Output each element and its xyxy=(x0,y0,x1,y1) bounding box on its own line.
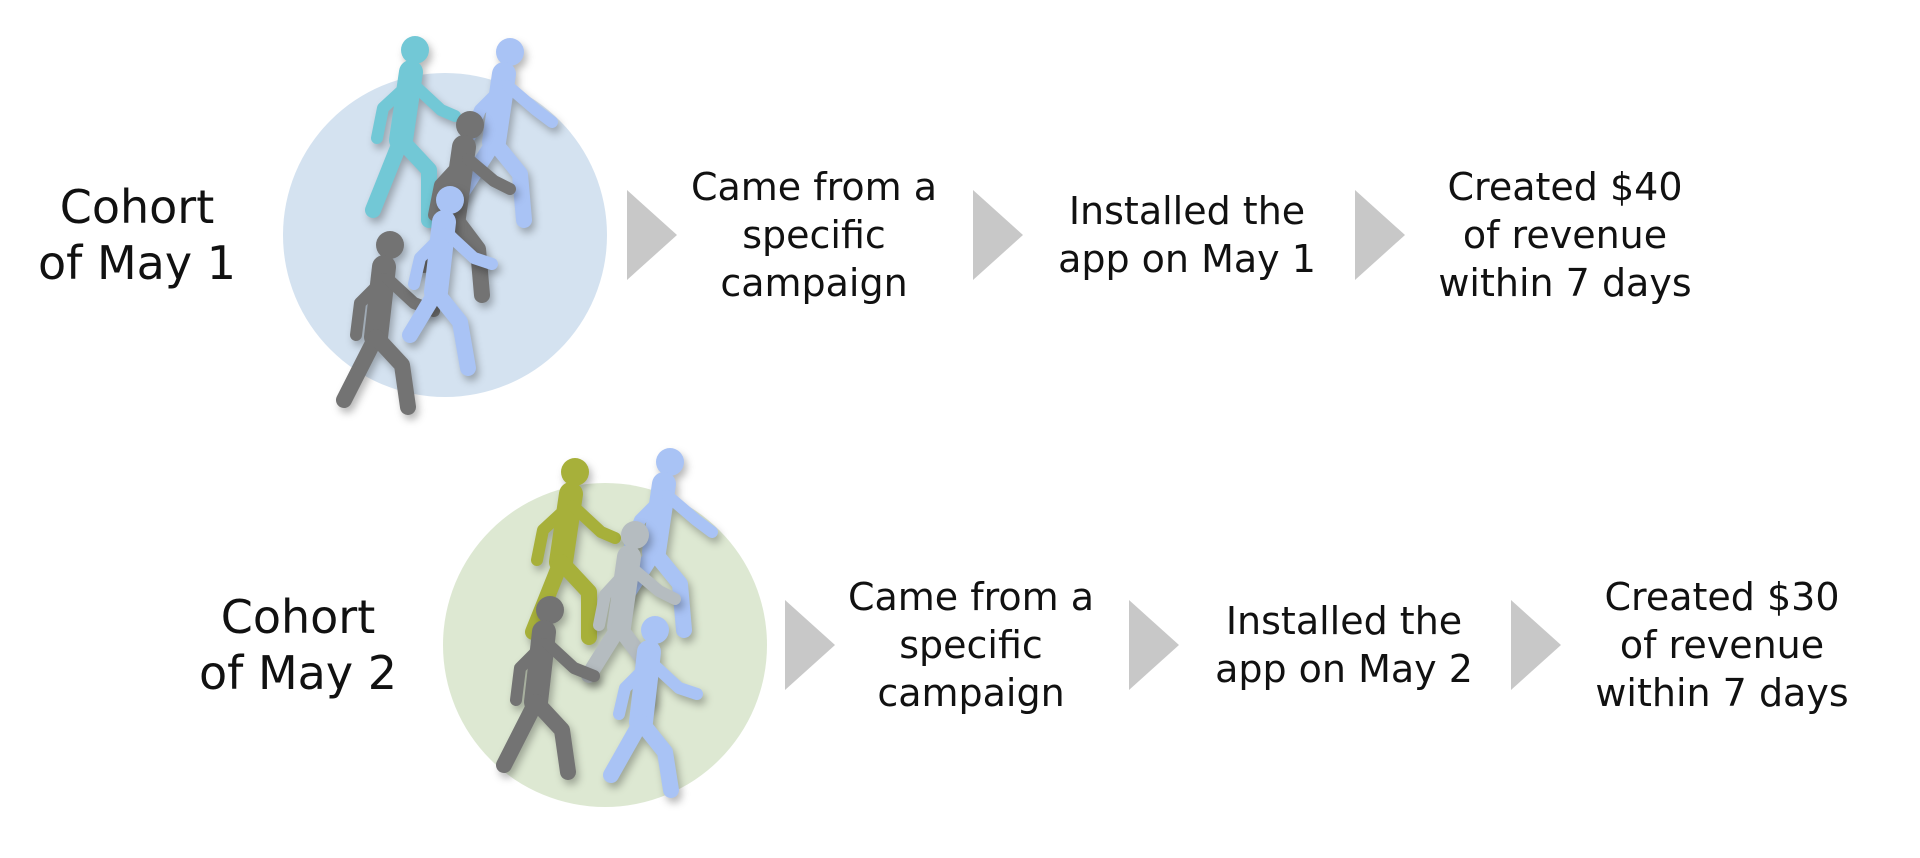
walking-people-icon xyxy=(443,448,767,807)
step-install: Installed the app on May 1 xyxy=(1058,189,1316,281)
chevron-right-arrow-icon xyxy=(973,190,1023,280)
chevron-right-arrow-icon xyxy=(627,190,677,280)
walker-icon xyxy=(525,458,621,645)
chevron-right-arrow-icon xyxy=(1129,600,1179,690)
cohort-label: Cohort of May 1 xyxy=(38,180,236,290)
walker-icon xyxy=(336,231,440,415)
chevron-right-arrow-icon xyxy=(785,600,835,690)
walker-icon xyxy=(581,521,681,708)
walker-icon xyxy=(614,448,718,638)
cohort-circle xyxy=(443,483,767,807)
walking-people-icon xyxy=(283,36,607,415)
cohort-circle xyxy=(283,73,607,397)
step-campaign: Came from a specific campaign xyxy=(847,575,1095,715)
walker-icon xyxy=(365,36,461,228)
walker-icon xyxy=(402,186,498,376)
step-revenue: Created $30 of revenue within 7 days xyxy=(1595,575,1849,715)
step-campaign: Came from a specific campaign xyxy=(690,165,938,305)
cohort-label: Cohort of May 2 xyxy=(199,590,397,700)
walker-icon xyxy=(454,38,558,228)
step-revenue: Created $40 of revenue within 7 days xyxy=(1438,165,1692,305)
chevron-right-arrow-icon xyxy=(1511,600,1561,690)
walker-icon xyxy=(496,596,600,780)
step-install: Installed the app on May 2 xyxy=(1215,599,1473,691)
walker-icon xyxy=(603,616,703,798)
walker-icon xyxy=(416,111,516,303)
chevron-right-arrow-icon xyxy=(1355,190,1405,280)
